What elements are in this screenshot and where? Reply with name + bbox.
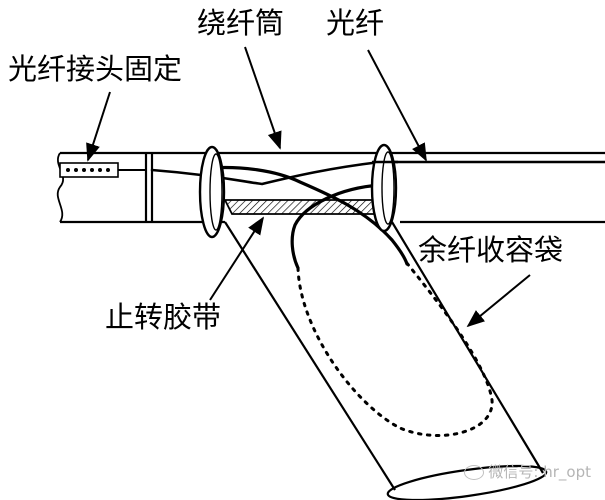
left-retaining-ring xyxy=(198,145,226,239)
watermark: 微信号: hr_opt xyxy=(464,461,591,482)
watermark-text: 微信号: hr_opt xyxy=(488,463,591,481)
leader-bag xyxy=(466,274,531,328)
label-joint-fixation: 光纤接头固定 xyxy=(8,52,183,86)
leader-joint xyxy=(86,91,111,162)
label-excess-fiber-bag: 余纤收容袋 xyxy=(418,233,564,267)
leader-lines xyxy=(86,46,531,328)
fiber-joint-connector xyxy=(59,162,146,178)
label-fiber: 光纤 xyxy=(326,6,385,40)
leader-spool xyxy=(244,46,282,150)
label-spool: 绕纤筒 xyxy=(197,6,285,40)
label-anti-twist-tape: 止转胶带 xyxy=(105,300,222,334)
right-retaining-ring xyxy=(370,143,398,233)
leader-fiber xyxy=(367,49,427,162)
leader-tape xyxy=(209,216,264,301)
spool-tube xyxy=(56,151,605,224)
wechat-icon xyxy=(464,465,485,480)
